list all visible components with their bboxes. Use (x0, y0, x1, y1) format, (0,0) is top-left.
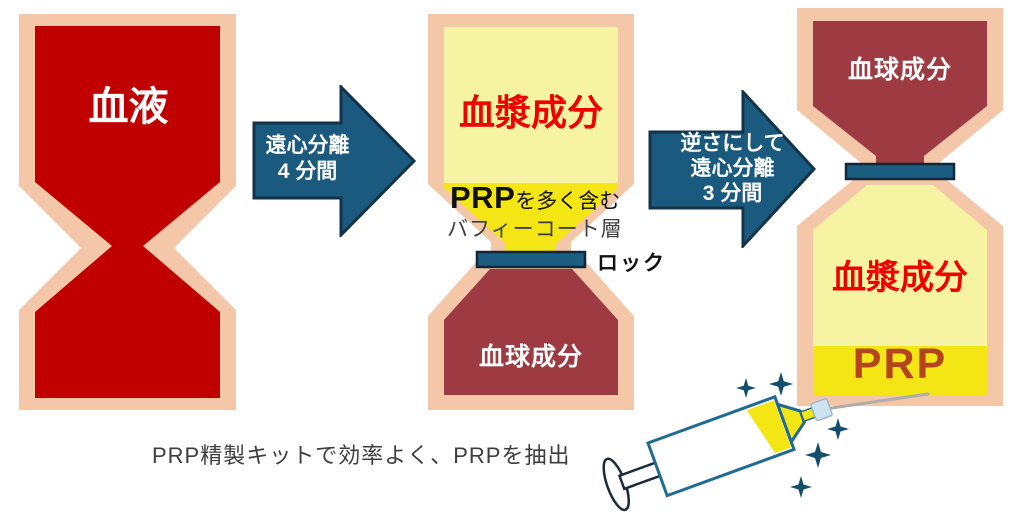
syringe-shoulder (775, 402, 807, 446)
needle-hub (810, 398, 833, 422)
plasma-label-stage3: 血漿成分 (832, 259, 968, 297)
prp-rich-line: PRPを多く含む (450, 180, 620, 216)
blood-cells-label-stage2: 血球成分 (478, 343, 583, 371)
sparkles (736, 372, 849, 498)
sparkle-icon (736, 378, 756, 398)
diagram-caption: PRP精製キットで効率よく、PRPを抽出 (152, 443, 571, 468)
blood-cells-label-stage3: 血球成分 (847, 56, 952, 84)
tube-stage1 (19, 14, 236, 410)
sparkle-icon (827, 418, 849, 440)
lock-bar (844, 162, 956, 181)
prp-label-stage3: PRP (852, 340, 948, 388)
arrow2-line1: 逆さにして (680, 132, 785, 155)
arrow2-icon (648, 90, 817, 248)
blood-cells-fill (444, 269, 618, 395)
syringe-icon (602, 372, 930, 512)
lock-label: ロック (597, 252, 666, 275)
arrow2-line2: 遠心分離 (690, 157, 775, 180)
prp-fill (813, 346, 987, 395)
prp-rich-bold: PRP (450, 180, 516, 215)
needle (823, 392, 930, 411)
right-arrow-icon (252, 85, 417, 237)
arrow1-line1: 遠心分離 (265, 134, 350, 157)
prp-rich-rest: を多く含む (515, 190, 621, 213)
arrow1-icon (252, 85, 417, 237)
sparkle-icon (769, 372, 793, 396)
sparkle-icon (805, 442, 831, 468)
liquid-fill (746, 400, 792, 454)
lock-bar (475, 250, 587, 269)
arrow2-label: 逆さにして 遠心分離 3 分間 (670, 131, 795, 206)
blood-label: 血液 (88, 85, 169, 129)
syringe-body (602, 394, 833, 512)
plasma-fill (444, 27, 618, 183)
blood-fill (35, 26, 220, 398)
arrow1-label: 遠心分離 4 分間 (255, 133, 360, 185)
sparkle-icon (790, 476, 812, 498)
right-arrow-icon (648, 90, 817, 248)
tube-stage3 (797, 8, 1003, 406)
tube-stage2 (428, 14, 634, 410)
buffy-coat-label: バフィーコート層 (447, 218, 623, 241)
arrow2-line3: 3 分間 (702, 182, 763, 205)
plasma-label-stage2: 血漿成分 (458, 92, 603, 133)
plasma-fill (813, 185, 987, 395)
buffy-coat-fill (444, 183, 618, 260)
arrow1-line2: 4 分間 (277, 160, 338, 183)
blood-cells-fill (813, 21, 987, 174)
